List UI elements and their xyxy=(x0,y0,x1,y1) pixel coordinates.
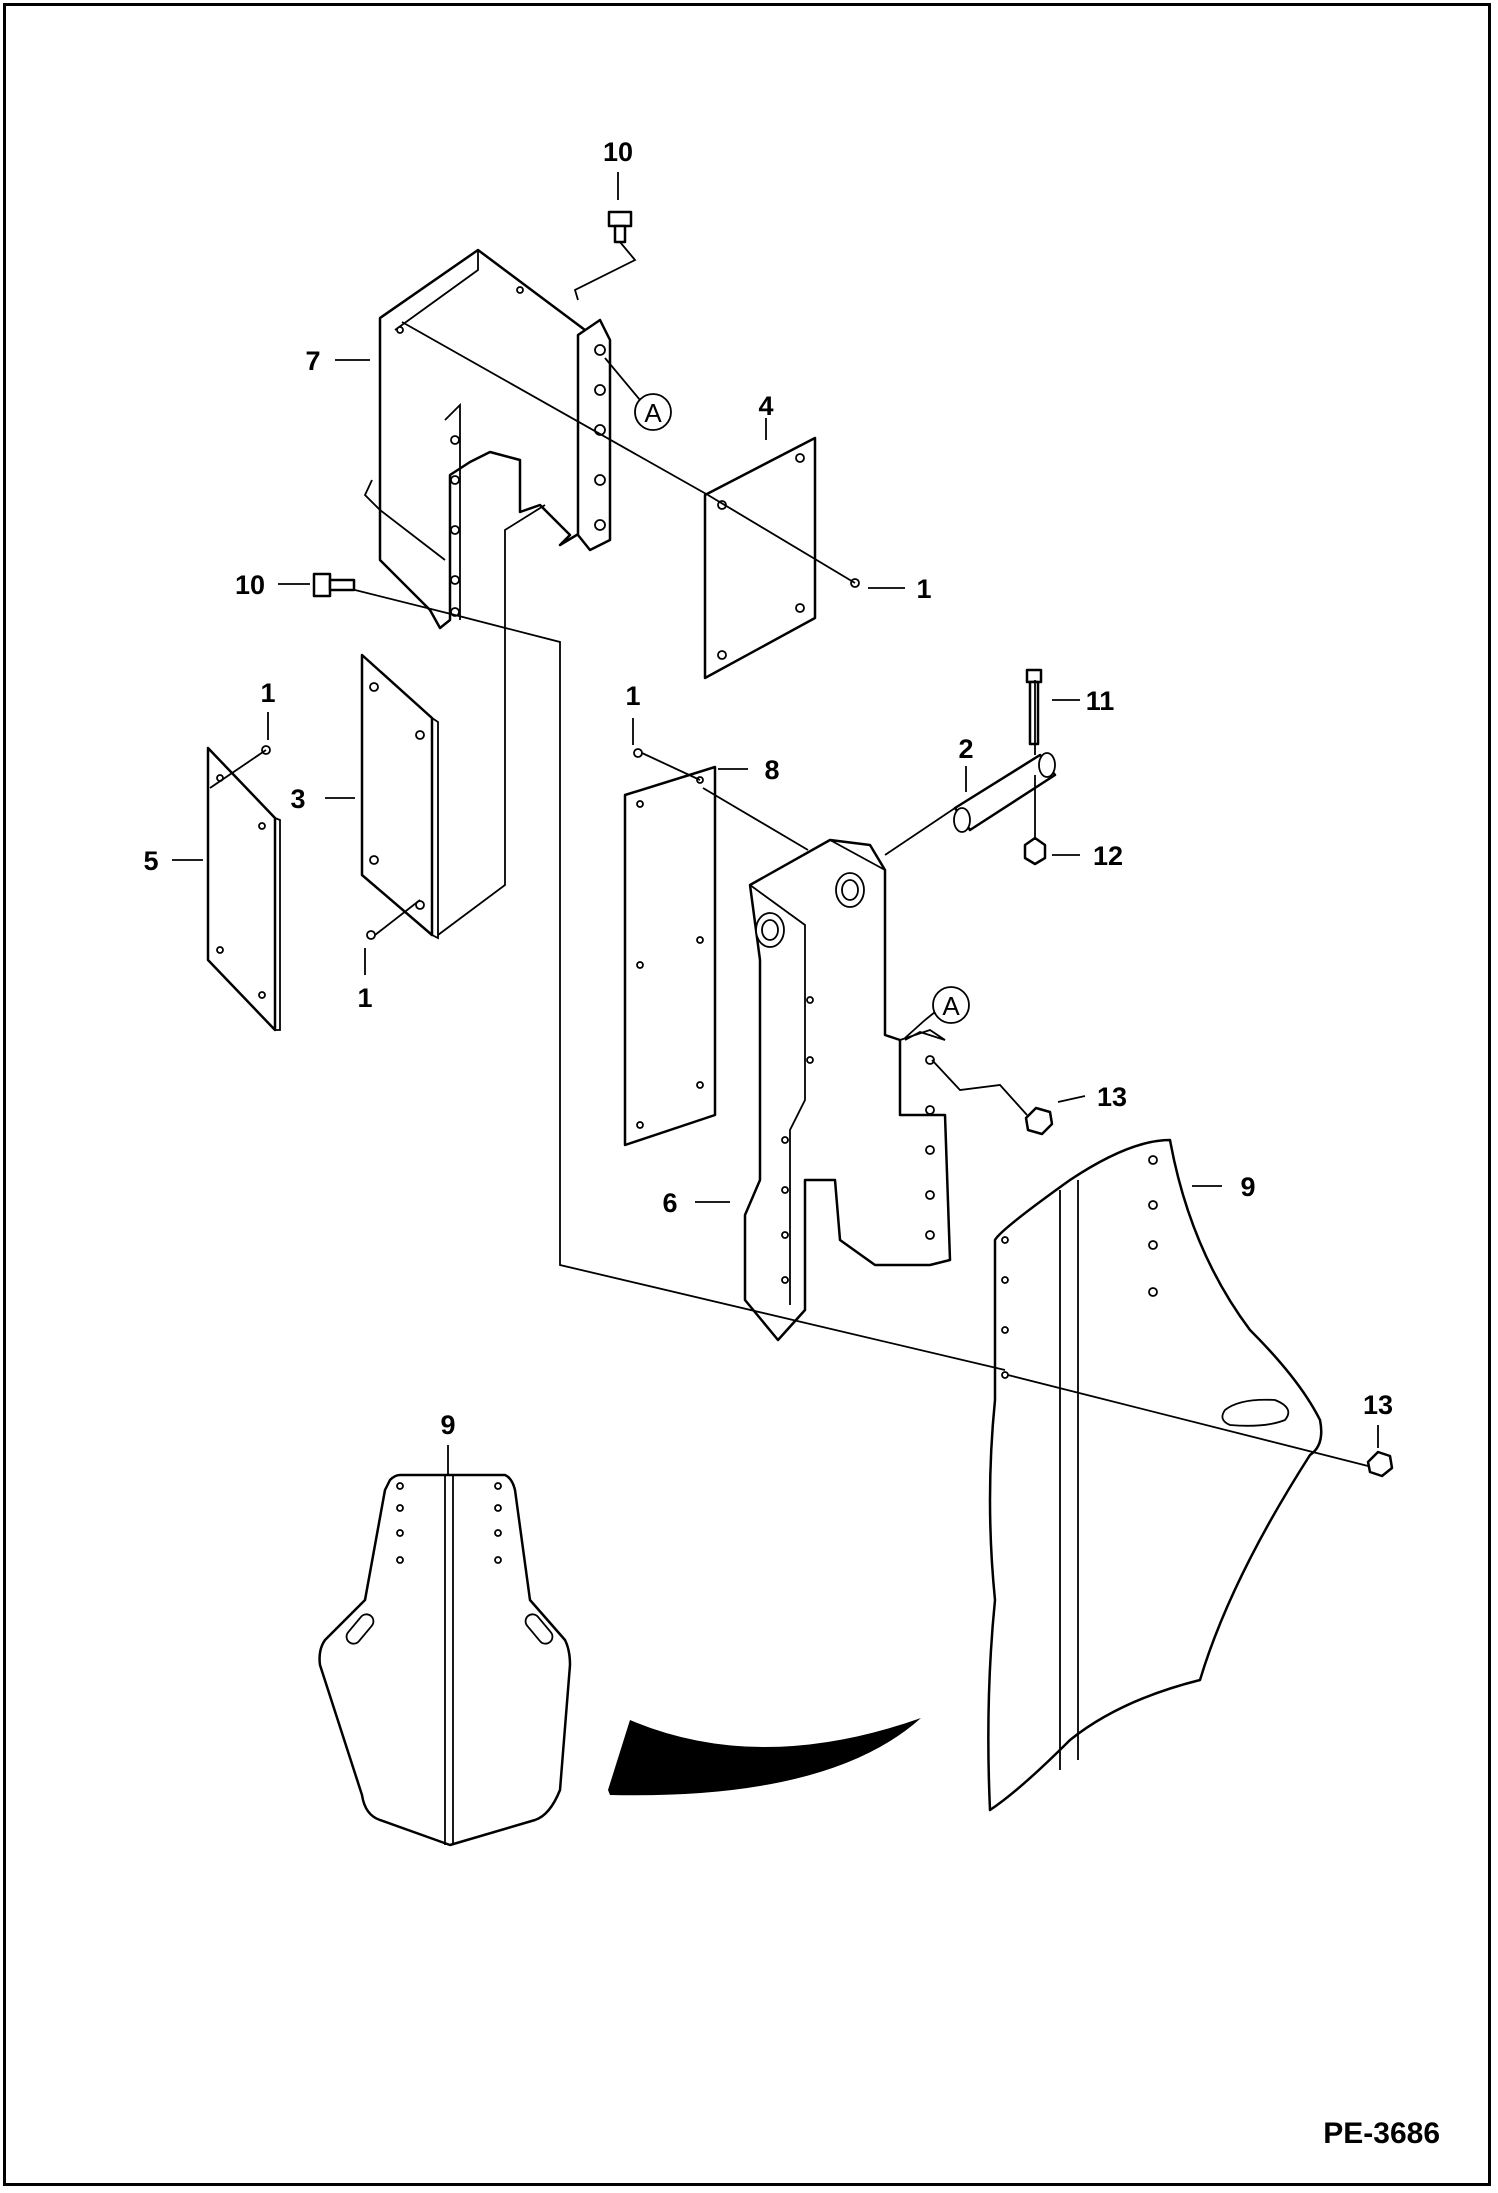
callout-2: 2 xyxy=(958,734,973,764)
part-7-upper-bracket xyxy=(363,248,612,630)
part-2-pin xyxy=(953,752,1057,833)
callout-7: 7 xyxy=(305,346,320,376)
part-11-bolt xyxy=(1025,668,1043,746)
callout-6: 6 xyxy=(662,1188,677,1218)
part-8-plate xyxy=(623,765,717,1147)
part-9-shield-side-view xyxy=(987,1138,1323,1812)
callout-13-upper: 13 xyxy=(1097,1082,1127,1112)
drawing-code: PE-3686 xyxy=(1323,2117,1440,2150)
callout-3: 3 xyxy=(290,784,305,814)
reference-label-a-lower: A xyxy=(942,991,960,1021)
callout-1-left: 1 xyxy=(260,678,275,708)
drawing-frame xyxy=(3,3,1491,2186)
callout-9-right: 9 xyxy=(1240,1172,1255,1202)
callout-10-top: 10 xyxy=(603,137,633,167)
callout-5: 5 xyxy=(143,846,158,876)
part-9-shield-front-view xyxy=(318,1473,572,1847)
part-13-nut-lower xyxy=(1366,1450,1394,1478)
callout-1-bottom: 1 xyxy=(357,983,372,1013)
part-4-plate xyxy=(703,436,817,680)
callout-9-front: 9 xyxy=(440,1410,455,1440)
part-13-nut-upper xyxy=(1024,1106,1054,1136)
callout-1-right: 1 xyxy=(916,574,931,604)
assembly-lines xyxy=(209,241,1369,1467)
reference-mark-a-lower: A xyxy=(904,986,970,1039)
part-3-plate xyxy=(360,653,439,940)
callouts: 10 7 4 1 10 1 3 5 1 1 8 2 11 12 13 9 6 xyxy=(143,137,1393,1474)
callout-10-side: 10 xyxy=(235,570,265,600)
callout-8: 8 xyxy=(764,755,779,785)
callout-4: 4 xyxy=(758,391,773,421)
rotation-arrow xyxy=(608,1718,921,1796)
part-10-bolt-side xyxy=(312,572,356,598)
callout-1-middle: 1 xyxy=(625,681,640,711)
part-10-bolt-top xyxy=(607,210,633,244)
callout-13-lower: 13 xyxy=(1363,1390,1393,1420)
callout-11: 11 xyxy=(1086,686,1115,716)
reference-label-a-upper: A xyxy=(644,398,662,428)
callout-12: 12 xyxy=(1093,841,1123,871)
part-1-screws xyxy=(261,578,860,940)
part-5-plate xyxy=(206,746,281,1032)
part-6-lower-bracket xyxy=(743,838,952,1342)
part-12-nut xyxy=(1023,836,1047,866)
reference-mark-a-upper: A xyxy=(604,357,672,431)
